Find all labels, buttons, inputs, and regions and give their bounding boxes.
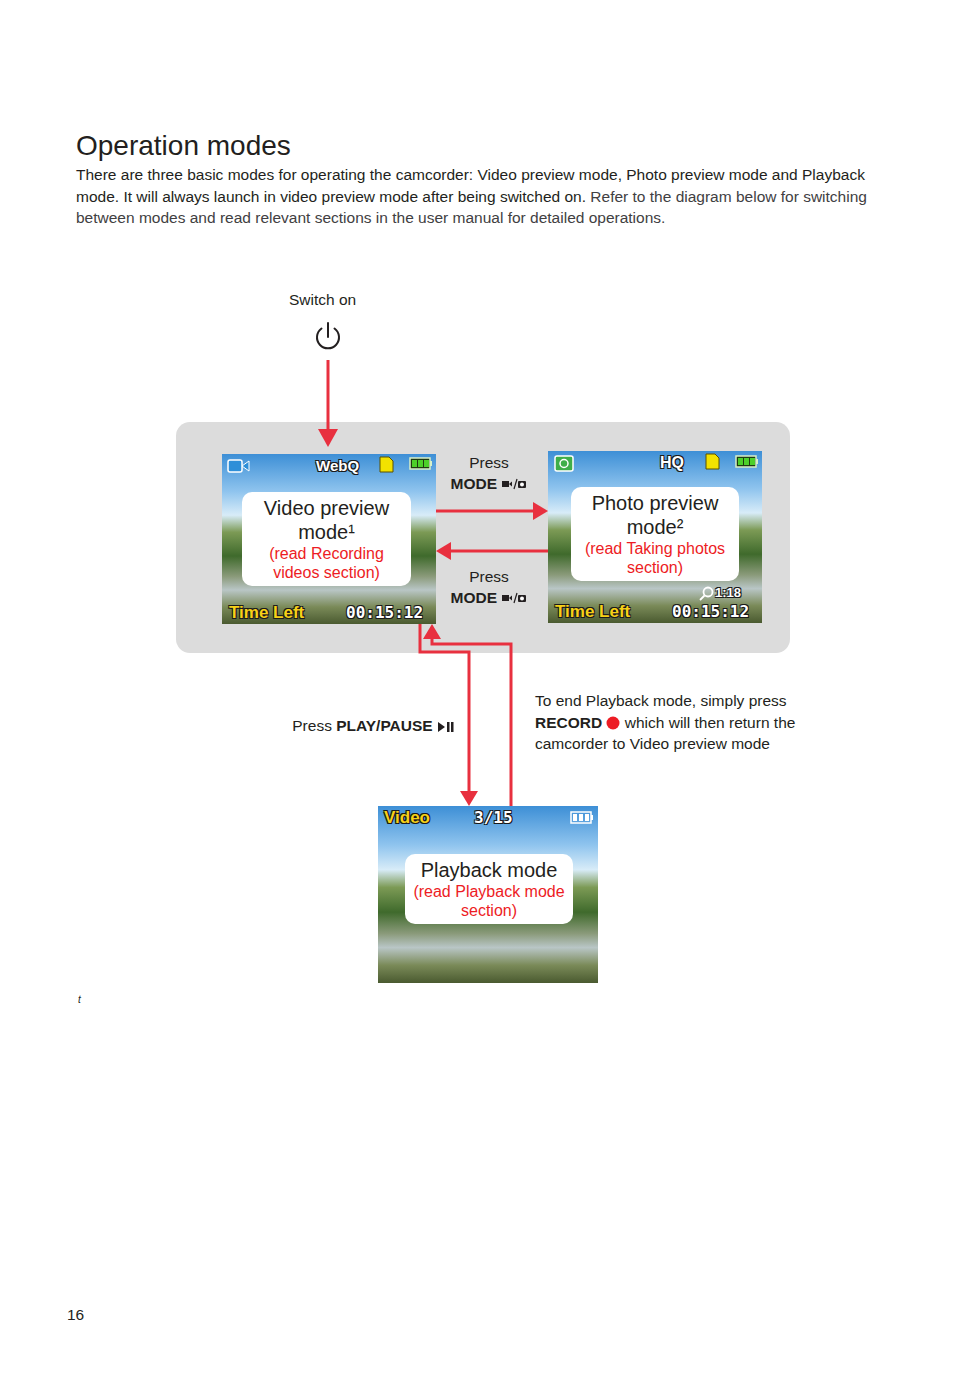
button-hint: Press [292, 717, 332, 734]
arrow-head [423, 624, 441, 639]
mode-icon [501, 591, 527, 605]
mode-icon [501, 477, 527, 491]
camera-icon [555, 456, 573, 471]
screen-osd: 00:15:12 [346, 604, 423, 622]
note-text: To end Playback mode, simply press [535, 692, 787, 709]
arrow-line [436, 510, 534, 513]
button-name: MODE [451, 475, 498, 492]
callout-box: Video preview mode¹(read Recording video… [242, 492, 411, 586]
arrow-line [432, 638, 511, 806]
page-title: Operation modes [76, 129, 291, 163]
camcorder-icon [228, 460, 249, 472]
button-hint: Press [469, 568, 509, 585]
switch-on-arrow [318, 360, 338, 447]
mode-hint: Press MODE [434, 566, 544, 608]
battery-icon [736, 456, 758, 467]
sd-card-icon [706, 454, 719, 469]
record-note: To end Playback mode, simply press RECOR… [535, 690, 813, 755]
play-pause-icon [437, 721, 454, 733]
battery-icon [571, 812, 593, 823]
zoom-icon [700, 588, 713, 601]
section-reference: (read Taking photos section) [577, 539, 733, 577]
arrow-line [420, 624, 469, 792]
arrow-head [460, 791, 478, 806]
power-symbol [317, 323, 339, 348]
section-reference: (read Recording videos section) [248, 544, 405, 582]
mode-hint: Press MODE [434, 452, 544, 494]
mode-name: Photo preview mode² [577, 491, 733, 539]
page-number: 16 [67, 1306, 84, 1323]
screen-osd: WebQ [316, 457, 359, 475]
mode-screen: Video preview mode¹(read Recording video… [222, 454, 436, 624]
button-name: MODE [451, 589, 498, 606]
mode-name: Video preview mode¹ [248, 496, 405, 544]
arrow-head [533, 502, 548, 520]
button-name: RECORD [535, 714, 602, 731]
record-dot [606, 716, 620, 730]
page-number-group: 16 [67, 1306, 84, 1324]
button-name: PLAY/PAUSE [336, 717, 432, 734]
sd-card-icon [380, 457, 393, 472]
screen-osd: HQ [660, 454, 684, 472]
mode-switch-arrow [420, 624, 478, 806]
stray-mark: t [78, 994, 81, 1005]
battery-icon [410, 458, 432, 469]
mode-switch-arrow [436, 542, 548, 560]
mode-switch-arrow [436, 502, 548, 520]
screen-osd: 1:18 [715, 585, 741, 600]
stray-mark-group: t [78, 994, 81, 1005]
screen-osd: Video [384, 809, 430, 827]
section-reference: (read Playback mode section) [411, 882, 567, 920]
callout-box: Photo preview mode²(read Taking photos s… [571, 487, 739, 581]
mode-switch-arrow [423, 624, 511, 806]
mode-name: Playback mode [411, 858, 567, 882]
screen-osd: 00:15:12 [672, 603, 749, 621]
intro-paragraph: There are three basic modes for operatin… [76, 164, 888, 229]
screen-osd: 3/15 [474, 809, 513, 827]
button-hint: Press [469, 454, 509, 471]
screen-osd: Time Left [229, 604, 304, 622]
arrow-head [436, 542, 451, 560]
callout-box: Playback mode(read Playback mode section… [405, 854, 573, 924]
screen-osd: Time Left [555, 603, 630, 621]
switch-on-group: Switch on [289, 290, 356, 310]
arrow-line [450, 550, 548, 553]
step-label: Switch on [289, 291, 356, 308]
mode-screen: Playback mode(read Playback mode section… [378, 806, 598, 983]
play-hint: Press PLAY/PAUSE [240, 715, 454, 736]
